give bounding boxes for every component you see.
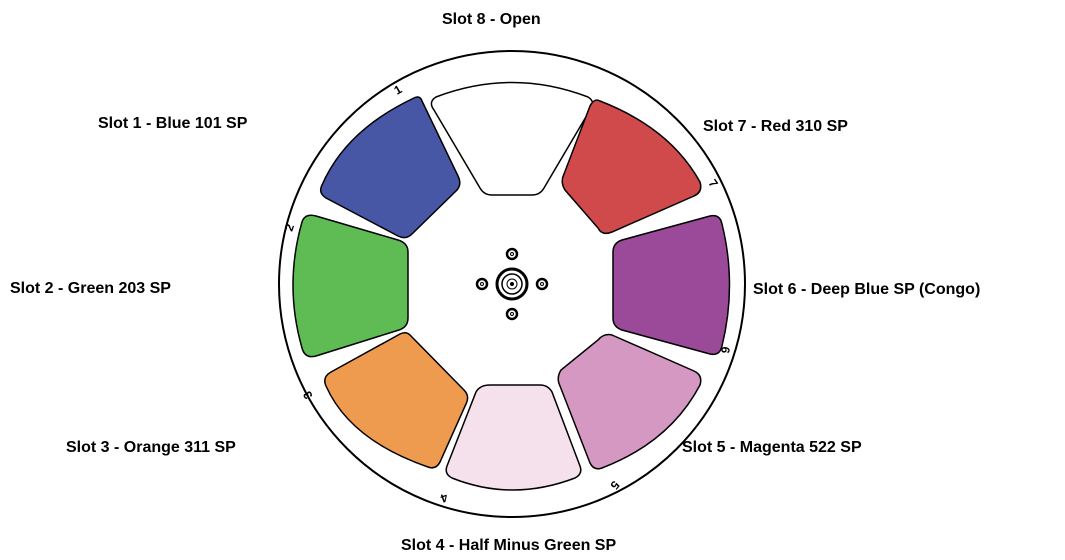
slot-6-label: Slot 6 - Deep Blue SP (Congo) (753, 281, 981, 298)
slot-4-number: 4 (438, 490, 449, 506)
slot-7-label: Slot 7 - Red 310 SP (703, 118, 848, 135)
slot-5-filter (557, 333, 702, 470)
slot-3-label: Slot 3 - Orange 311 SP (66, 439, 236, 456)
slot-2-label: Slot 2 - Green 203 SP (10, 280, 171, 297)
slot-6-filter (612, 214, 731, 356)
slot-4-filter (445, 384, 582, 491)
slot-1-label: Slot 1 - Blue 101 SP (98, 115, 248, 132)
slot-7-filter (561, 99, 702, 235)
center-hub (475, 247, 549, 321)
slot-2-number: 2 (282, 222, 298, 233)
slot-6-number: 6 (718, 345, 733, 354)
slot-3-filter (324, 331, 469, 469)
slot-4-label: Slot 4 - Half Minus Green SP (401, 537, 617, 554)
slot-8-filter (430, 81, 594, 196)
slot-2-filter (292, 214, 409, 358)
slot-5-label: Slot 5 - Magenta 522 SP (682, 439, 862, 456)
slot-1-filter (319, 96, 461, 239)
slot-8-label: Slot 8 - Open (442, 11, 541, 28)
